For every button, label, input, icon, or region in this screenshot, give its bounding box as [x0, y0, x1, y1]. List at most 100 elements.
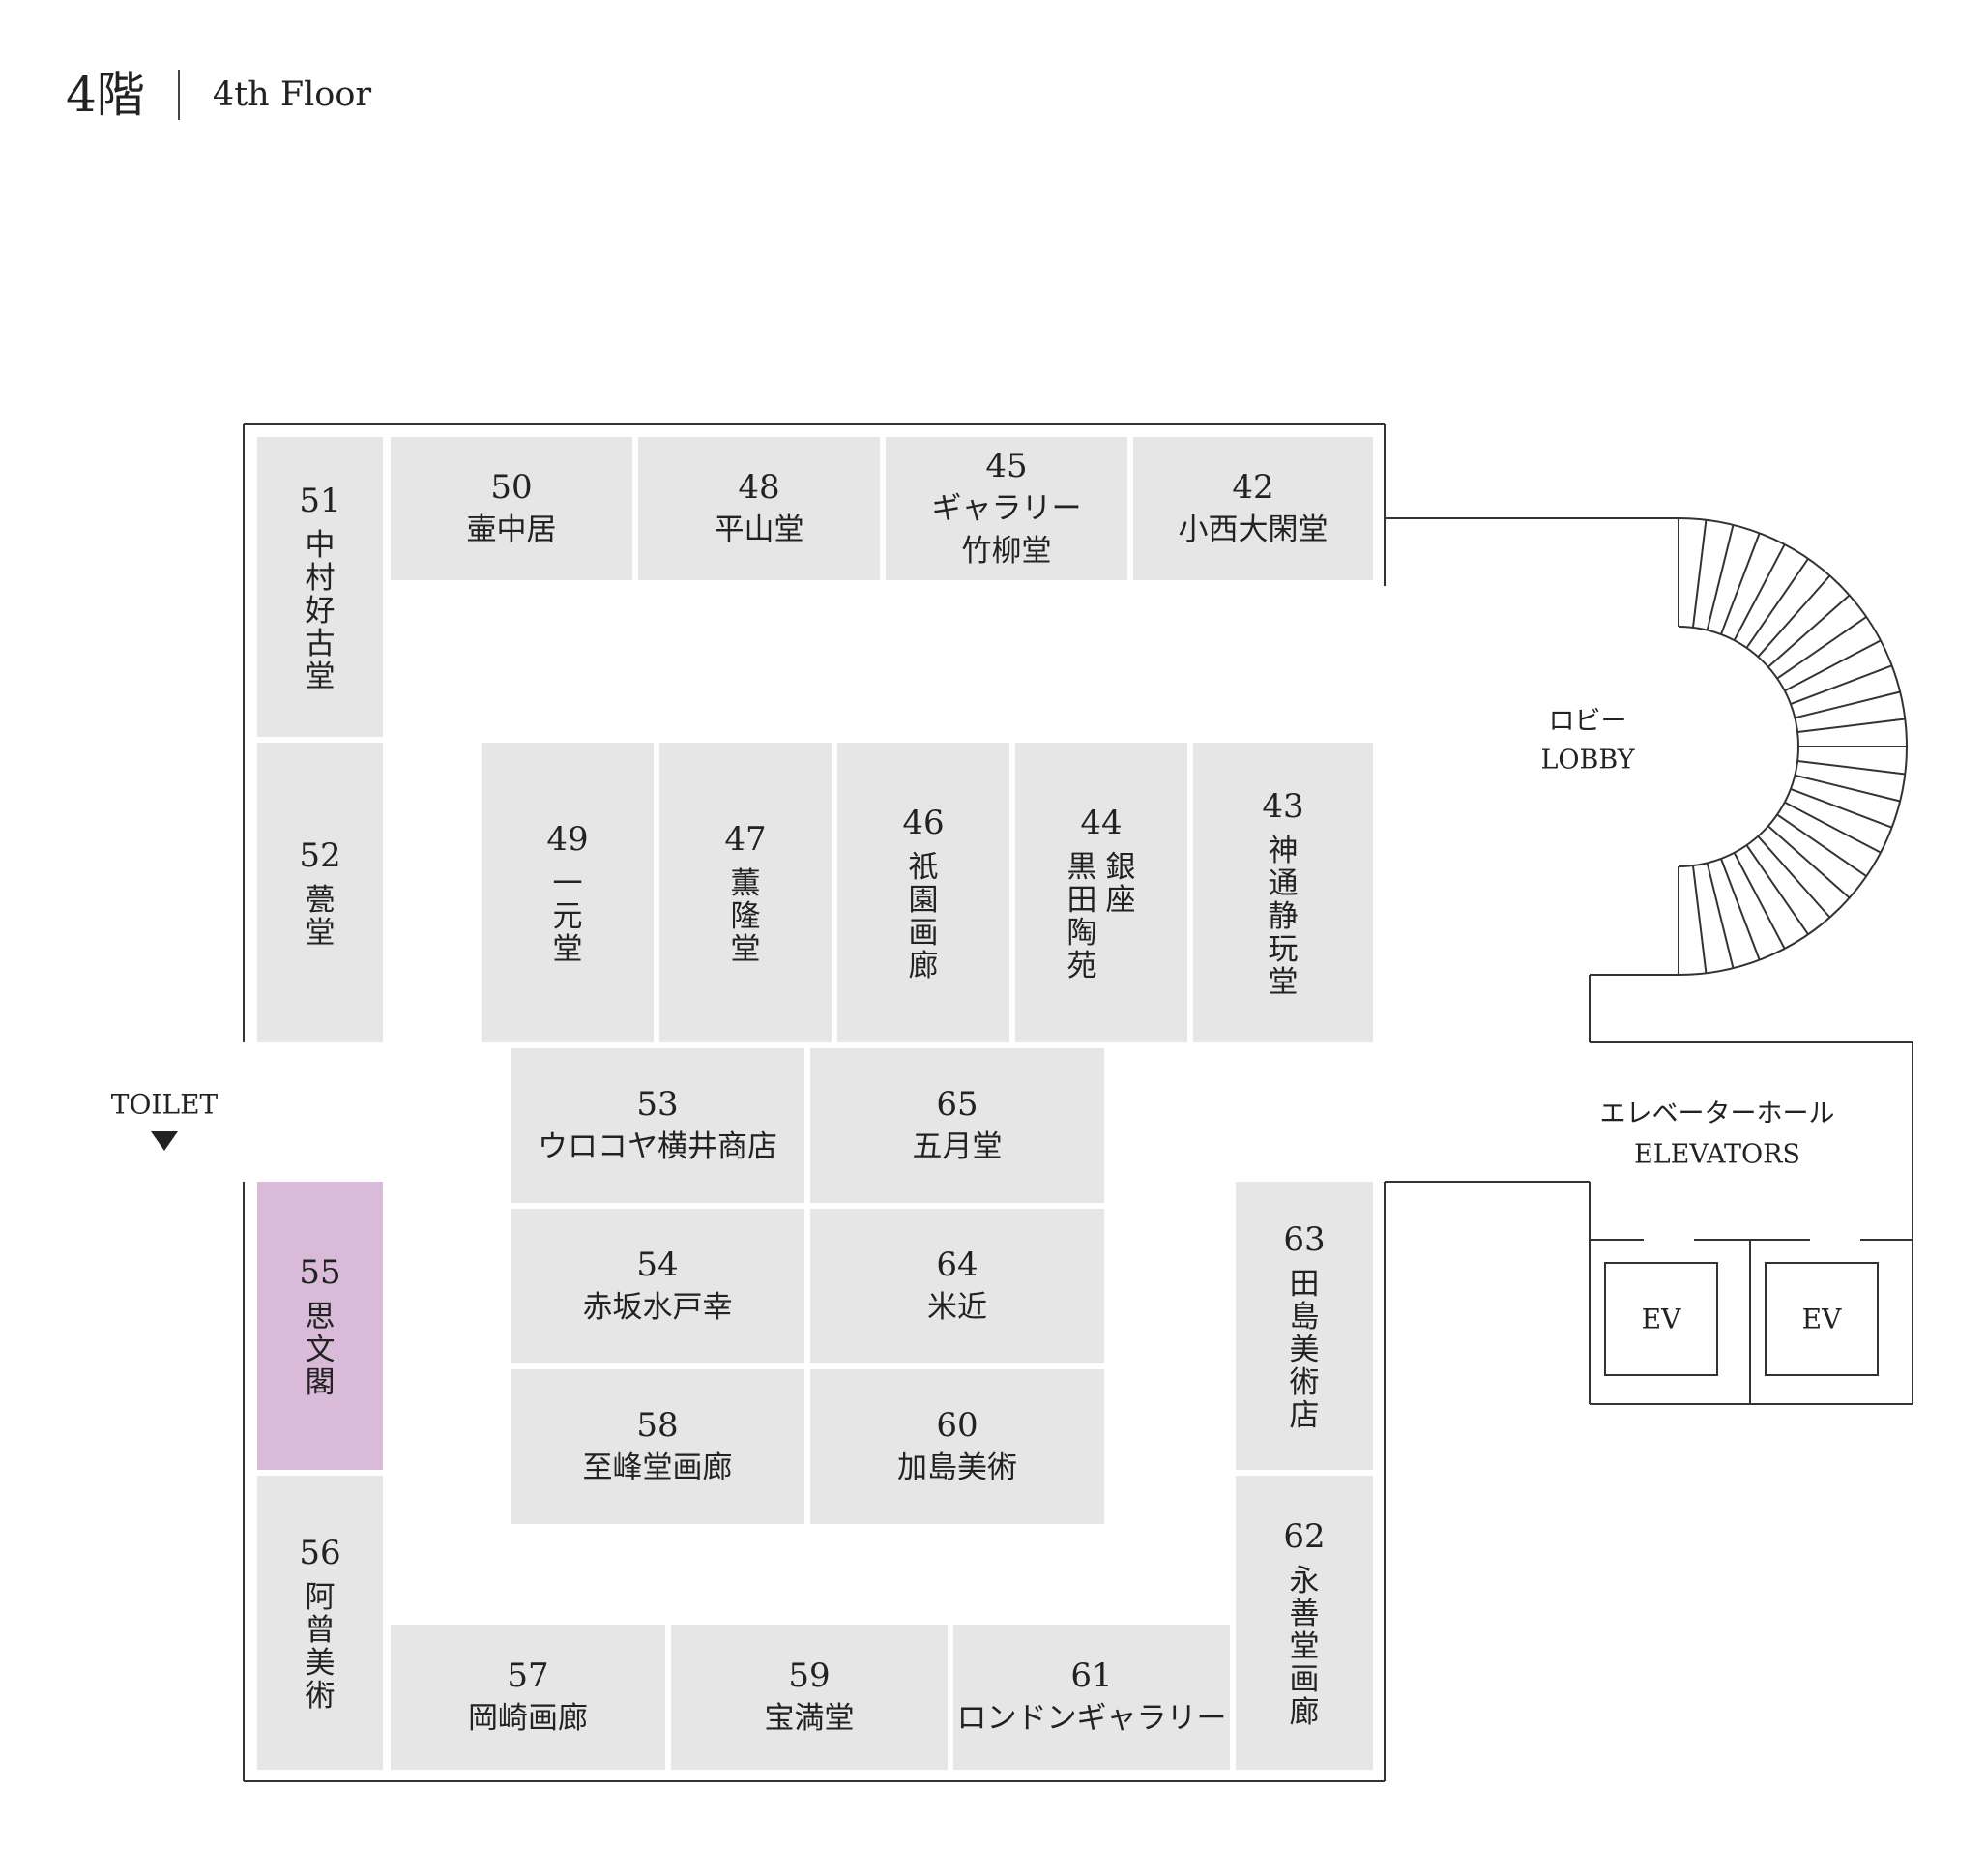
booth-62-name-char: 画: [1290, 1662, 1320, 1697]
booth-54-number: 54: [636, 1246, 678, 1284]
booth-42-area[interactable]: [1133, 437, 1373, 580]
booth-59-name: 宝満堂: [765, 1701, 855, 1736]
booth-46-name-char: 園: [909, 883, 939, 918]
booth-65-area[interactable]: [810, 1048, 1104, 1203]
booth-56-area[interactable]: [257, 1476, 383, 1770]
stair-step: [1720, 532, 1761, 635]
booth-44-name-char: 銀: [1106, 850, 1136, 885]
booth-57-area[interactable]: [391, 1625, 665, 1770]
booth-62-area[interactable]: [1236, 1476, 1373, 1770]
floor-title-en: 4th Floor: [212, 74, 372, 114]
booth-50-name: 壷中居: [467, 513, 557, 547]
booth-43-name: 神通静玩堂: [1269, 834, 1299, 1000]
elevator-car[interactable]: [1604, 1262, 1718, 1376]
booth-49-number: 49: [546, 820, 588, 859]
booth-54[interactable]: 54 赤坂水戸幸: [511, 1209, 804, 1363]
stair-step: [1720, 858, 1761, 961]
booth-59-area[interactable]: [671, 1625, 948, 1770]
booth-44-name: 銀座: [1106, 850, 1136, 918]
booth-50-area[interactable]: [391, 437, 632, 580]
booth-47-name-char: 隆: [731, 899, 761, 934]
booth-43-name-char: 通: [1269, 866, 1299, 901]
stair-step: [1784, 639, 1882, 692]
booth-53-area[interactable]: [511, 1048, 804, 1203]
stair-step: [1790, 788, 1893, 829]
booth-44-area[interactable]: [1015, 743, 1187, 1042]
lobby-label-jp: ロビー: [1549, 707, 1627, 737]
booth-45-name: 竹柳堂: [962, 534, 1052, 569]
booth-54-name: 赤坂水戸幸: [583, 1290, 733, 1325]
elevator-car[interactable]: [1765, 1262, 1879, 1376]
stair-step: [1795, 774, 1901, 803]
stair-step: [1706, 863, 1735, 969]
booth-46-area[interactable]: [837, 743, 1009, 1042]
stair-step: [1767, 594, 1851, 668]
stair-step: [1757, 574, 1831, 658]
booth-55-name-char: 文: [306, 1333, 336, 1367]
booth-46-name-char: 廊: [909, 949, 939, 983]
booth-63-name-char: 島: [1290, 1300, 1320, 1334]
booth-64-area[interactable]: [810, 1209, 1104, 1363]
elevator-1[interactable]: EV: [1604, 1262, 1718, 1376]
booth-49-name-char: 元: [553, 899, 583, 934]
stair-step: [1706, 524, 1735, 630]
booth-51-name-char: 村: [306, 561, 336, 596]
booth-61-area[interactable]: [953, 1625, 1230, 1770]
booth-45-area[interactable]: [886, 437, 1127, 580]
booth-52-number: 52: [299, 836, 340, 875]
booth-44-name-char: 黒: [1067, 850, 1097, 885]
stair-inner-edge: [1678, 626, 1799, 867]
booth-44-name-char: 田: [1067, 883, 1097, 918]
booth-54-area[interactable]: [511, 1209, 804, 1363]
booth-63-area[interactable]: [1236, 1182, 1373, 1470]
booth-52-area[interactable]: [257, 743, 383, 1042]
booth-49-area[interactable]: [482, 743, 654, 1042]
booth-47-name: 薫隆堂: [731, 866, 761, 967]
stair-step: [1796, 759, 1906, 776]
booth-63-number: 63: [1283, 1220, 1325, 1259]
booth-46-number: 46: [902, 804, 944, 842]
floor-title-jp: 4階: [66, 67, 145, 123]
floor-outline: [243, 423, 1913, 1782]
elevator-2[interactable]: EV: [1765, 1262, 1879, 1376]
booth-43-area[interactable]: [1193, 743, 1373, 1042]
booth-42-number: 42: [1232, 468, 1273, 507]
booth-46-name-char: 画: [909, 916, 939, 951]
booth-48-area[interactable]: [638, 437, 880, 580]
booth-60-area[interactable]: [810, 1369, 1104, 1524]
booth-51-name-char: 好: [306, 594, 336, 629]
booth-63-name-char: 美: [1290, 1333, 1320, 1367]
booth-51-area[interactable]: [257, 437, 383, 737]
booth-64-name: 米近: [927, 1290, 987, 1325]
booth-58-area[interactable]: [511, 1369, 804, 1524]
booth-51-number: 51: [299, 482, 340, 520]
booth-55-area[interactable]: [257, 1182, 383, 1470]
booth-43-name-char: 玩: [1269, 932, 1299, 967]
booth-44-name-char: 座: [1106, 883, 1136, 918]
booth-47-area[interactable]: [659, 743, 832, 1042]
booth-62-name-char: 善: [1290, 1597, 1320, 1631]
